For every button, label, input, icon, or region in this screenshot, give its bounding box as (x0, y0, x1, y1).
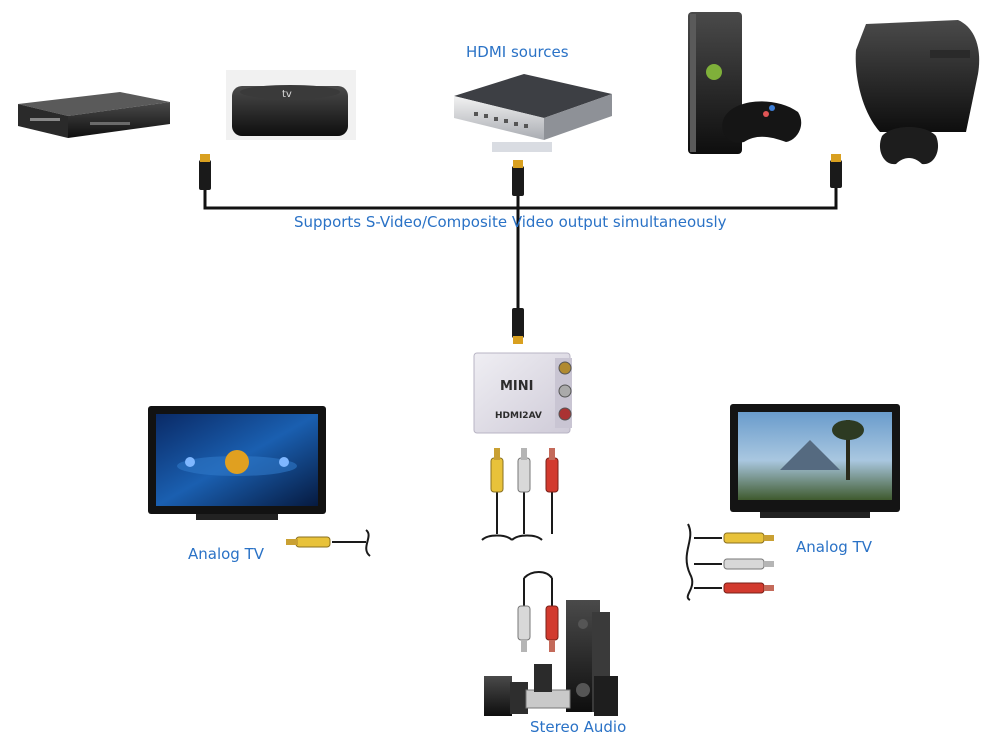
rca-cable-left-tv (286, 529, 371, 557)
hdmi-cable-bus (203, 185, 838, 310)
rca-cable-audio (517, 571, 559, 652)
hdmi-plug-right (830, 154, 842, 188)
xbox-360-icon (688, 12, 802, 154)
stereo-audio-label: Stereo Audio (530, 718, 627, 736)
converter-model: HDMI2AV (495, 411, 542, 421)
speaker-system-icon (484, 600, 618, 716)
rca-cables-right-tv (685, 523, 774, 601)
hdmi2av-converter: MINI HDMI2AV (473, 352, 572, 434)
hdmi-plug-converter (512, 308, 524, 344)
svg-text:tv: tv (282, 89, 292, 100)
converter-brand: MINI (500, 379, 534, 394)
supports-output-label: Supports S-Video/Composite Video output … (294, 213, 727, 231)
hdmi-switch-icon (454, 74, 612, 152)
hdmi-plug-center-top (512, 160, 524, 196)
analog-tv-left-icon (148, 406, 326, 520)
rca-cable-bundle-center (481, 448, 559, 541)
playstation-3-icon (855, 20, 980, 165)
hdmi-plug-left (199, 154, 211, 190)
analog-tv-left-label: Analog TV (188, 545, 265, 563)
analog-tv-right-icon (730, 404, 900, 518)
dvd-player-icon (18, 92, 170, 138)
analog-tv-right-label: Analog TV (796, 538, 873, 556)
apple-tv-icon: tv (226, 70, 356, 140)
hdmi-sources-label: HDMI sources (466, 43, 569, 61)
